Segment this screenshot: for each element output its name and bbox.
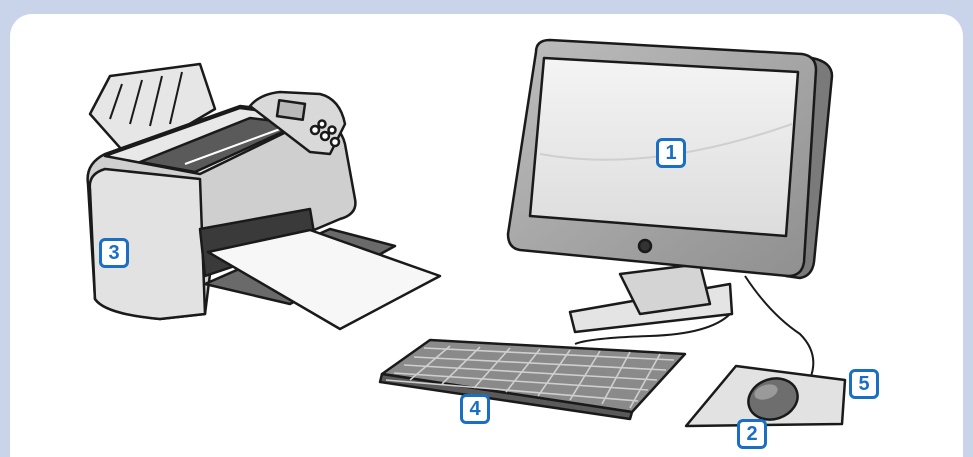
label-mouse: 2 [737,419,767,449]
illustration-panel: 1 2 3 4 5 [10,14,963,457]
printer-icon [88,64,440,329]
computer-setup-illustration [10,14,963,457]
label-printer: 3 [99,238,129,268]
label-mousepad: 5 [849,369,879,399]
monitor-icon [508,40,832,379]
keyboard-icon [380,340,685,419]
label-keyboard: 4 [460,394,490,424]
label-monitor: 1 [656,138,686,168]
